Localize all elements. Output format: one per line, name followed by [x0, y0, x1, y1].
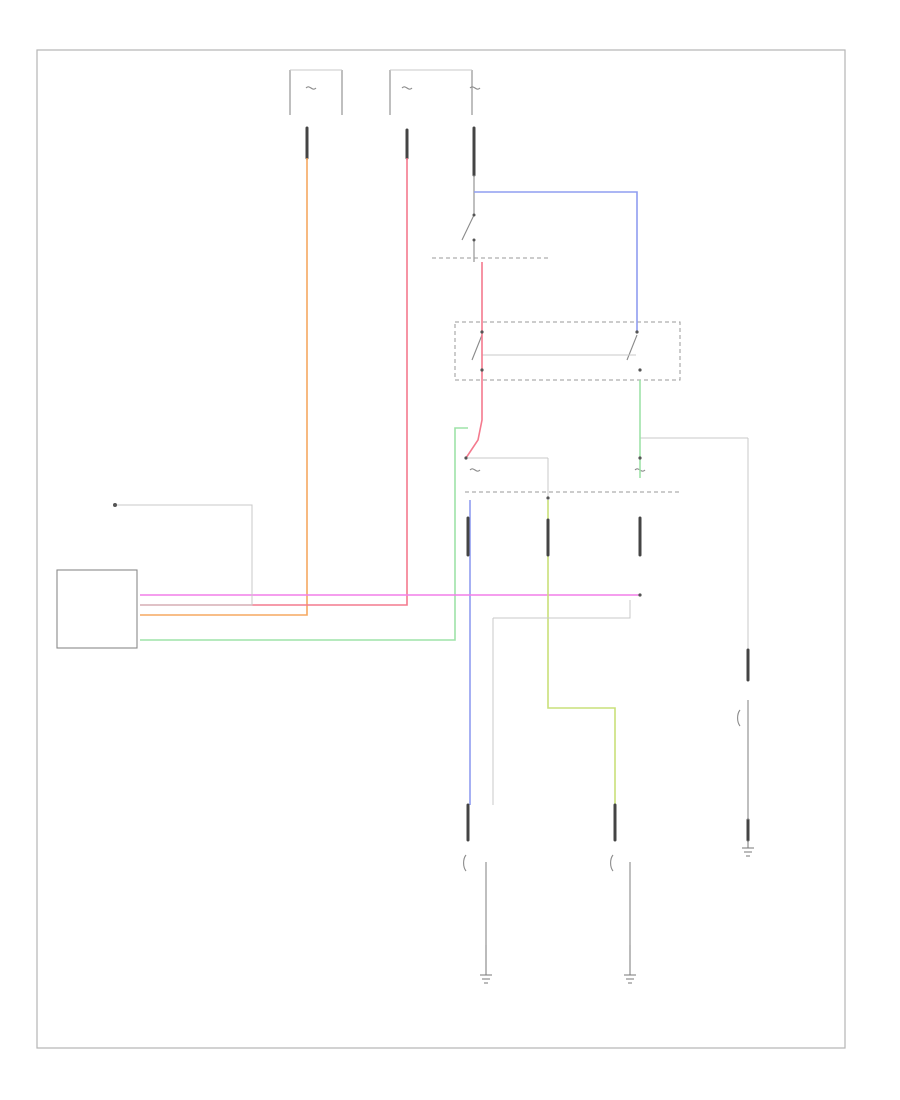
- dimmer-switch-box: [454, 321, 681, 381]
- headlamp-switch: [432, 175, 548, 262]
- connector-icon: [113, 503, 117, 507]
- relay-icon: [471, 334, 483, 361]
- light-green-wire-2: [140, 427, 468, 641]
- fuse-block-left: [289, 69, 343, 115]
- fuse-icon: [469, 86, 481, 90]
- switch-icon: [461, 214, 475, 241]
- yellow-green-wire: [547, 500, 616, 805]
- right-headlamp: [610, 854, 631, 945]
- lamp-icon: [610, 854, 614, 872]
- fuse-icon: [305, 86, 317, 90]
- lamp-icon: [737, 709, 741, 727]
- fuse-icon: [401, 86, 413, 90]
- left-headlamp: [463, 854, 487, 945]
- indicator-lamp: [737, 700, 749, 820]
- ground-icon: [480, 945, 492, 984]
- blue-wire: [474, 191, 638, 332]
- ground-icon: [624, 945, 636, 984]
- lamp-icon: [463, 854, 467, 872]
- orange-wire: [140, 158, 308, 616]
- ground-icon: [742, 840, 754, 857]
- instrument-module: [56, 569, 138, 649]
- red-wire-2: [465, 262, 483, 459]
- relay-icon: [626, 334, 638, 361]
- red-wire: [140, 158, 408, 606]
- fuse-icon: [469, 468, 481, 472]
- diagram-frame: [36, 49, 846, 1049]
- fuse-block-center: [389, 69, 481, 115]
- fuse-panel-middle: [465, 457, 680, 498]
